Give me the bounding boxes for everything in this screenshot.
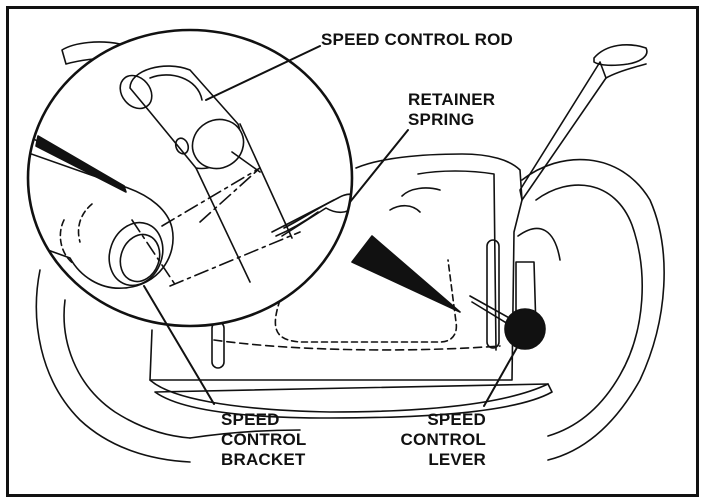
speed-control-lever-knob: [504, 308, 546, 350]
leader-lines: [143, 45, 520, 407]
retainer-spring-shape: [271, 193, 352, 237]
leader-speed-control-rod: [205, 45, 321, 101]
leader-speed-control-lever: [483, 343, 520, 407]
left-outer-loop: [35, 269, 191, 463]
right-handle-grip: [593, 44, 648, 67]
callout-speed-control-bracket: SPEED CONTROL BRACKET: [221, 410, 307, 469]
detail-pointer-wedge: [351, 235, 461, 313]
leader-retainer-spring: [349, 129, 409, 203]
right-handle-arm: [519, 61, 607, 201]
right-outer-loop: [521, 158, 665, 461]
callout-retainer-spring: RETAINER SPRING: [408, 90, 496, 129]
leader-speed-control-bracket: [143, 285, 215, 405]
callout-speed-control-rod: SPEED CONTROL ROD: [321, 30, 513, 49]
detail-lens: [26, 28, 354, 328]
callout-speed-control-lever: SPEED CONTROL LEVER: [400, 410, 486, 469]
